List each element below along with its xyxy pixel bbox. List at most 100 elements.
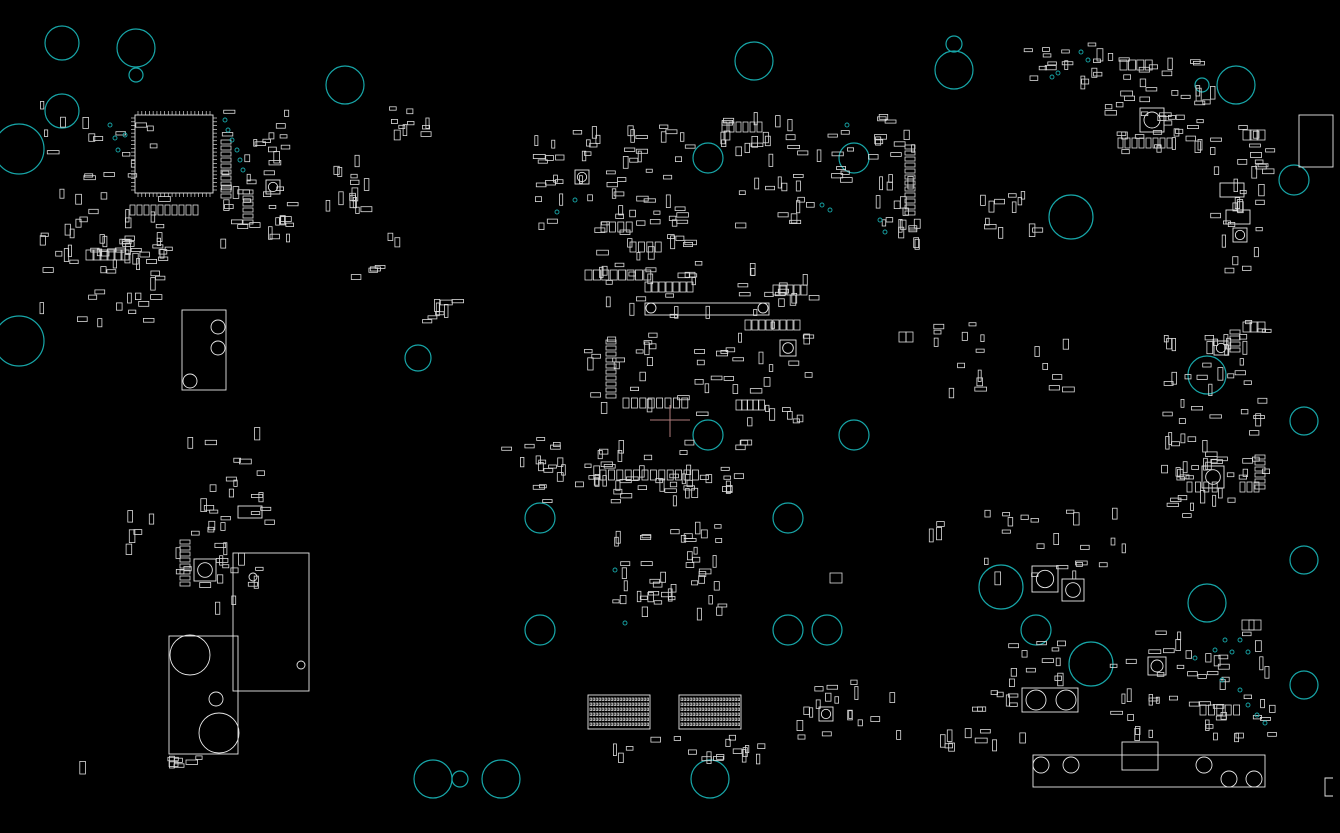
smd-pad xyxy=(725,480,731,494)
smd-pad xyxy=(793,173,804,178)
smd-pad xyxy=(610,499,621,504)
smd-pad xyxy=(750,267,756,276)
smd-pad xyxy=(796,414,804,423)
bga-ball xyxy=(725,702,728,706)
smd-pad xyxy=(1191,406,1204,411)
smd-pad xyxy=(875,136,882,146)
smd-pad xyxy=(1123,74,1131,80)
smd-pad-column xyxy=(904,180,916,186)
smd-pad xyxy=(1251,165,1258,179)
bga-ball xyxy=(725,717,728,721)
smd-pad xyxy=(641,606,649,618)
smd-pad xyxy=(834,696,840,704)
smd-pad xyxy=(976,377,984,387)
smd-pad xyxy=(636,296,647,302)
smd-pad xyxy=(387,232,394,241)
smd-pad xyxy=(893,141,906,147)
smd-pad xyxy=(1005,694,1010,707)
smd-pad xyxy=(1107,53,1114,61)
smd-pad xyxy=(753,112,758,126)
smd-pad xyxy=(587,194,593,202)
smd-pad-column xyxy=(1254,472,1266,478)
smd-pad xyxy=(732,357,744,362)
smd-pad xyxy=(230,219,243,225)
smd-pad xyxy=(215,601,221,615)
smd-pad xyxy=(1260,699,1265,709)
smd-pad xyxy=(1253,247,1259,258)
smd-pad-column xyxy=(1254,484,1266,490)
bga-ball xyxy=(589,697,592,701)
via xyxy=(1212,647,1218,653)
smd-pad-array xyxy=(1246,481,1253,493)
via xyxy=(827,207,833,213)
qfn-ic-center xyxy=(1035,569,1055,589)
bga-ball xyxy=(695,717,698,721)
smd-pad xyxy=(60,116,66,128)
via xyxy=(622,620,628,626)
smd-pad xyxy=(1202,99,1211,105)
smd-pad xyxy=(1255,199,1265,205)
smd-pad xyxy=(848,710,853,719)
smd-pad xyxy=(127,173,138,178)
smd-pad xyxy=(553,441,561,447)
via xyxy=(844,122,850,128)
smd-pad xyxy=(587,357,594,371)
smd-pad xyxy=(816,149,822,162)
smd-pad xyxy=(1188,701,1201,707)
smd-pad xyxy=(1008,693,1019,698)
smd-pad xyxy=(354,154,360,168)
smd-pad xyxy=(369,266,381,272)
smd-pad xyxy=(680,132,685,142)
smd-pad xyxy=(402,124,408,136)
smd-pad xyxy=(1204,334,1214,341)
bga-ball xyxy=(719,702,722,706)
bga-ball xyxy=(704,712,707,716)
smd-pad-column xyxy=(904,168,916,174)
component-circle xyxy=(1220,770,1238,788)
smd-pad xyxy=(167,756,179,762)
smd-pad xyxy=(1139,96,1151,103)
smd-pad xyxy=(808,295,820,301)
smd-pad-array xyxy=(646,241,654,253)
crosshair-cursor xyxy=(650,405,690,437)
smd-pad xyxy=(680,535,687,543)
mounting-hole xyxy=(838,142,870,174)
smd-pad-column xyxy=(220,193,232,199)
smd-pad xyxy=(1210,212,1221,219)
mounting-hole xyxy=(978,564,1024,610)
bga-ball xyxy=(610,717,613,721)
smd-pad-array xyxy=(692,469,699,481)
via xyxy=(1237,687,1243,693)
smd-pad xyxy=(628,271,636,277)
bga-ball xyxy=(683,707,686,711)
smd-pad xyxy=(625,746,634,751)
mounting-hole xyxy=(811,614,843,646)
smd-pad xyxy=(215,558,229,563)
smd-pad xyxy=(77,316,88,322)
mounting-hole xyxy=(1289,670,1319,700)
bga-ball xyxy=(643,722,646,726)
smd-pad xyxy=(1196,374,1208,380)
smd-pad xyxy=(1182,513,1192,518)
bga-ball xyxy=(716,722,719,726)
smd-pad xyxy=(1163,381,1174,386)
smd-pad-column xyxy=(904,162,916,168)
smd-pad xyxy=(572,129,583,135)
smd-pad xyxy=(1048,385,1060,391)
smd-pad xyxy=(100,251,110,257)
smd-pad xyxy=(720,466,730,471)
bga-ball xyxy=(628,697,631,701)
smd-pad xyxy=(992,739,997,752)
bga-ball xyxy=(619,702,622,706)
smd-pad xyxy=(700,529,708,539)
smd-pad xyxy=(244,154,251,163)
smd-pad-array xyxy=(742,121,749,133)
smd-pad xyxy=(208,520,216,531)
qfn-ic-center xyxy=(1065,582,1081,598)
bga-ball xyxy=(737,717,740,721)
smd-pad xyxy=(325,199,331,212)
smd-pad xyxy=(1269,704,1276,713)
bga-ball xyxy=(680,717,683,721)
smd-pad-column xyxy=(242,195,254,201)
